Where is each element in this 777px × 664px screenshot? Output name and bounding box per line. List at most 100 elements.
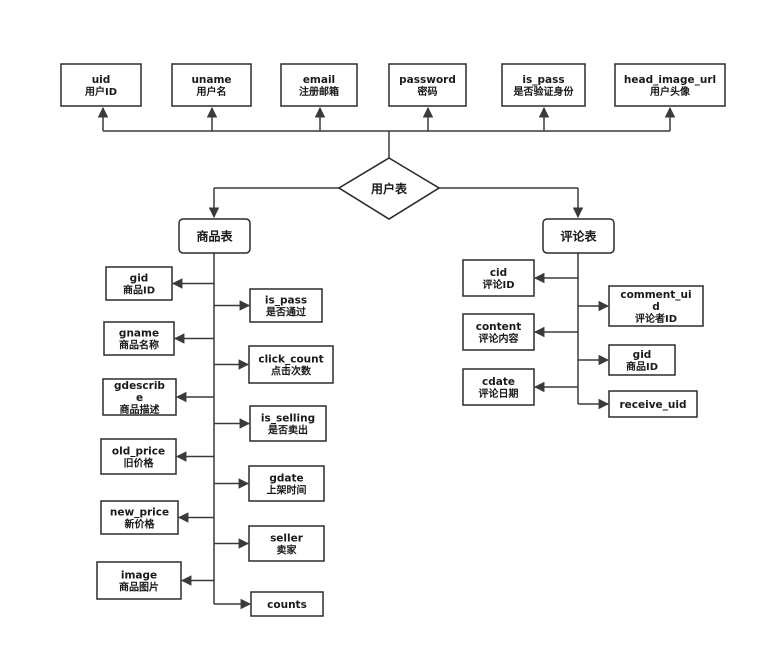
field-label-cn: 用户名 bbox=[196, 85, 227, 98]
goods-table-box: 商品表 bbox=[178, 218, 251, 254]
goods-table-box-frame bbox=[178, 218, 251, 254]
comment-field-box-frame bbox=[608, 285, 704, 327]
goods-table-box-label: 商品表 bbox=[196, 229, 233, 244]
comment-table-box-label: 评论表 bbox=[560, 229, 597, 244]
field-label-en: d bbox=[652, 301, 660, 313]
user-field-box-frame bbox=[171, 63, 252, 107]
field-label-cn: 商品ID bbox=[123, 284, 155, 297]
field-label-cn: 评论日期 bbox=[479, 387, 519, 400]
field-label-cn: 是否卖出 bbox=[267, 424, 308, 437]
field-label-cn: 注册邮箱 bbox=[299, 85, 339, 98]
comment-field-box-frame bbox=[462, 368, 535, 406]
goods-field-box-frame bbox=[105, 266, 173, 301]
field-label-cn: 上架时间 bbox=[267, 484, 307, 497]
field-label-en: uid bbox=[92, 74, 111, 86]
user-field-box-frame bbox=[280, 63, 358, 107]
field-label-en: counts bbox=[267, 599, 307, 611]
field-label-en: is_selling bbox=[261, 413, 315, 425]
field-label-en: click_count bbox=[258, 354, 323, 366]
goods-field-box-frame bbox=[249, 288, 323, 323]
goods-field-box-frame bbox=[102, 378, 177, 416]
goods-field-box-frame bbox=[100, 500, 179, 535]
user-field-box-frame bbox=[388, 63, 467, 107]
field-label-en: cid bbox=[490, 267, 507, 279]
user-field-box-frame bbox=[60, 63, 142, 107]
field-label-en: is_pass bbox=[265, 295, 307, 307]
field-label-en: gdescrib bbox=[114, 380, 165, 392]
goods-field-box-frame bbox=[103, 321, 175, 356]
field-label-en: cdate bbox=[482, 376, 515, 388]
field-label-en: old_price bbox=[112, 446, 165, 458]
field-label-en: gdate bbox=[269, 473, 303, 485]
field-label-en: receive_uid bbox=[619, 399, 686, 411]
field-label-cn: 用户头像 bbox=[649, 85, 691, 98]
field-label-cn: 用户ID bbox=[84, 85, 117, 98]
goods-field-box-frame bbox=[100, 438, 177, 475]
comment-field-box-frame bbox=[462, 313, 535, 351]
goods-field-box-frame bbox=[96, 561, 182, 600]
user-field-box-frame bbox=[614, 63, 726, 107]
user-table-label: 用户表 bbox=[370, 181, 408, 196]
connector-lines bbox=[97, 106, 676, 610]
goods-field-box-frame bbox=[248, 525, 325, 562]
user-field-box-frame bbox=[501, 63, 586, 107]
field-label-cn: 新价格 bbox=[125, 518, 156, 531]
field-label-en: comment_ui bbox=[620, 289, 691, 301]
field-label-cn: 商品ID bbox=[626, 360, 658, 373]
field-label-cn: 商品描述 bbox=[120, 403, 160, 416]
field-label-en: seller bbox=[270, 533, 304, 545]
comment-field-box-frame bbox=[608, 344, 676, 376]
field-label-cn: 是否验证身份 bbox=[513, 85, 575, 98]
comment-field-box: receive_uid bbox=[608, 390, 698, 418]
field-label-cn: 评论ID bbox=[482, 278, 514, 291]
comment-field-box-frame bbox=[462, 259, 535, 297]
field-label-cn: 点击次数 bbox=[271, 365, 312, 378]
goods-field-box: counts bbox=[250, 591, 324, 617]
field-label-en: email bbox=[303, 74, 335, 86]
field-label-cn: 密码 bbox=[418, 85, 438, 98]
goods-field-box-frame bbox=[249, 405, 327, 442]
field-label-cn: 卖家 bbox=[277, 544, 298, 557]
field-label-cn: 评论者ID bbox=[635, 312, 677, 325]
field-label-en: content bbox=[476, 321, 522, 333]
field-label-cn: 商品名称 bbox=[119, 339, 159, 352]
field-label-cn: 评论内容 bbox=[479, 332, 519, 345]
field-label-en: e bbox=[136, 392, 143, 404]
field-label-en: gid bbox=[633, 349, 652, 361]
comment-table-box: 评论表 bbox=[542, 218, 615, 254]
comment-field-box-frame bbox=[608, 390, 698, 418]
field-label-cn: 旧价格 bbox=[124, 457, 155, 470]
goods-field-box-frame bbox=[248, 345, 334, 384]
comment-table-box-frame bbox=[542, 218, 615, 254]
field-label-en: uname bbox=[191, 74, 231, 86]
field-label-cn: 商品图片 bbox=[119, 581, 159, 594]
field-label-en: new_price bbox=[110, 507, 169, 519]
field-label-en: gid bbox=[130, 273, 149, 285]
goods-field-box-frame bbox=[248, 465, 325, 502]
field-label-en: head_image_url bbox=[624, 74, 716, 86]
field-label-en: is_pass bbox=[522, 74, 564, 86]
field-label-en: password bbox=[399, 74, 456, 86]
